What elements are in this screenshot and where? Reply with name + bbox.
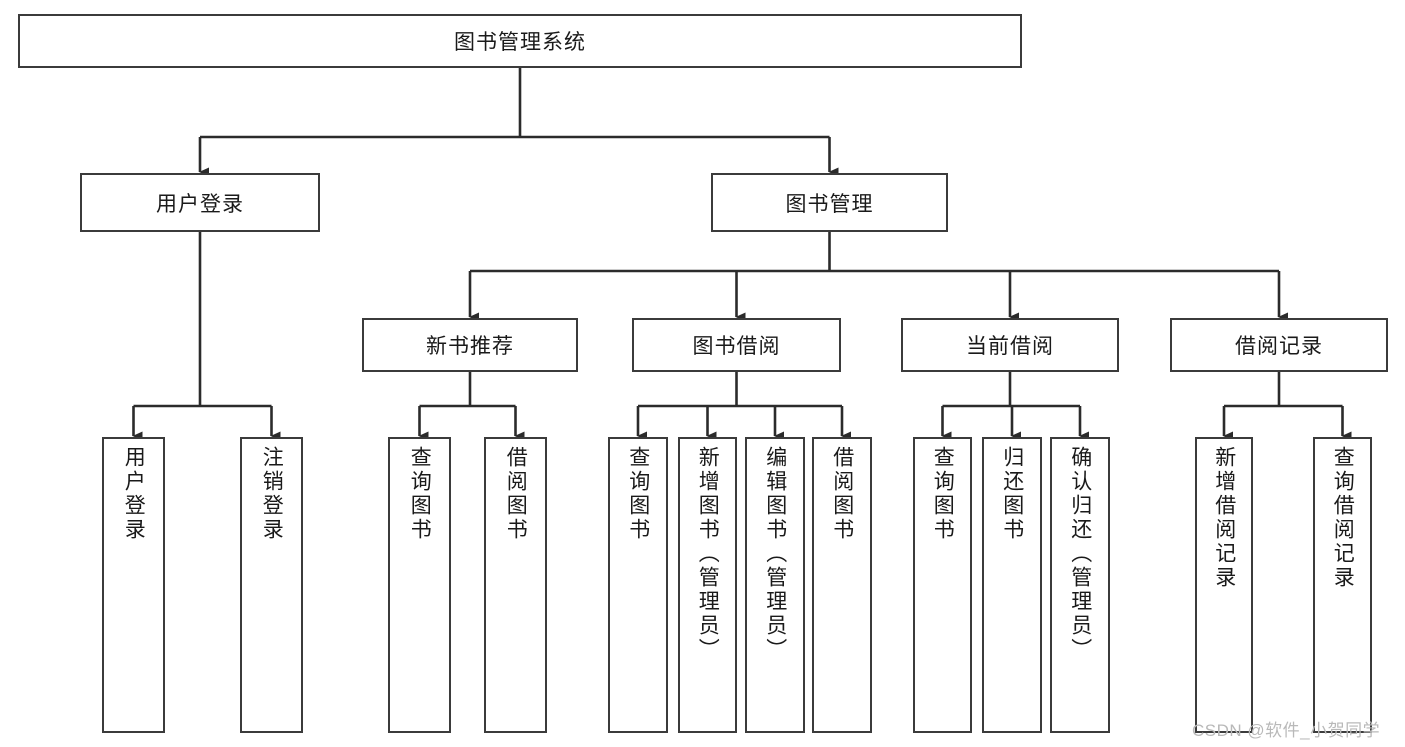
node-label: 借阅记录: [1235, 335, 1323, 358]
node-user-logout[interactable]: 注销登录: [240, 437, 303, 733]
node-borrow-edit-book[interactable]: 编辑图书（管理员）: [745, 437, 805, 733]
node-label: 注销登录: [260, 446, 284, 542]
node-cur-confirm-return[interactable]: 确认归还（管理员）: [1050, 437, 1110, 733]
node-rec-borrow-book[interactable]: 借阅图书: [484, 437, 547, 733]
node-label: 查询图书: [931, 446, 955, 542]
node-label: 归还图书: [1000, 446, 1024, 542]
node-root[interactable]: 图书管理系统: [18, 14, 1022, 68]
watermark-text: CSDN @软件_小贺同学: [1192, 721, 1381, 740]
node-rec-query-record[interactable]: 查询借阅记录: [1313, 437, 1372, 733]
node-cur-query-book[interactable]: 查询图书: [913, 437, 972, 733]
node-rec-add-record[interactable]: 新增借阅记录: [1195, 437, 1253, 733]
node-label: 新增图书（管理员）: [696, 446, 720, 662]
node-label: 图书管理: [785, 192, 874, 216]
node-book-manage[interactable]: 图书管理: [711, 173, 948, 232]
node-label: 查询借阅记录: [1331, 446, 1355, 590]
node-user-login-1[interactable]: 用户登录: [102, 437, 165, 733]
node-user-login[interactable]: 用户登录: [80, 173, 320, 232]
node-borrow-add-book[interactable]: 新增图书（管理员）: [678, 437, 737, 733]
node-label: 用户登录: [122, 446, 146, 542]
node-new-book-rec[interactable]: 新书推荐: [362, 318, 578, 372]
node-current-borrow[interactable]: 当前借阅: [901, 318, 1119, 372]
node-rec-query-book[interactable]: 查询图书: [388, 437, 451, 733]
node-borrow-query-book[interactable]: 查询图书: [608, 437, 668, 733]
node-label: 确认归还（管理员）: [1068, 446, 1092, 662]
node-label: 图书管理系统: [454, 31, 586, 54]
node-borrow-record[interactable]: 借阅记录: [1170, 318, 1388, 372]
node-label: 查询图书: [626, 446, 650, 542]
node-label: 编辑图书（管理员）: [763, 446, 787, 662]
node-book-borrow[interactable]: 图书借阅: [632, 318, 841, 372]
node-label: 图书借阅: [692, 335, 781, 358]
node-cur-return-book[interactable]: 归还图书: [982, 437, 1042, 733]
node-label: 借阅图书: [830, 446, 854, 542]
node-label: 查询图书: [408, 446, 432, 542]
node-label: 用户登录: [156, 192, 244, 216]
node-label: 当前借阅: [966, 335, 1054, 358]
node-label: 新书推荐: [426, 335, 514, 358]
node-borrow-lend-book[interactable]: 借阅图书: [812, 437, 872, 733]
node-label: 借阅图书: [504, 446, 528, 542]
node-label: 新增借阅记录: [1212, 446, 1236, 590]
